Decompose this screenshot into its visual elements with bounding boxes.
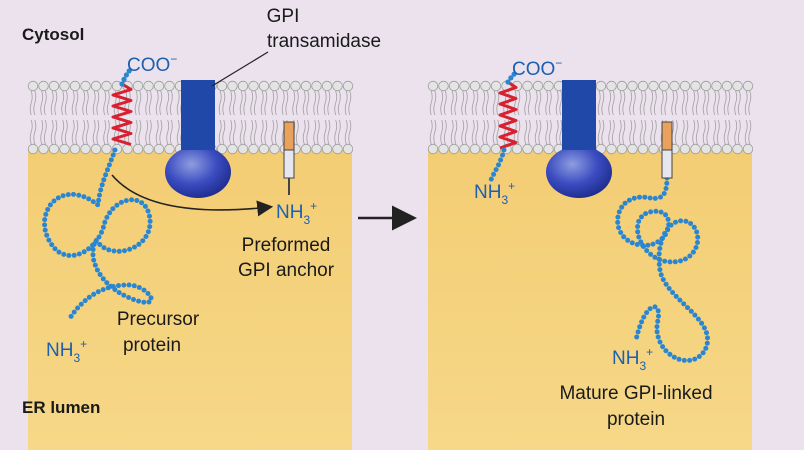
- left-er-lumen-region: [28, 150, 352, 450]
- mature-label-line1: Mature GPI-linked: [559, 383, 712, 404]
- mature-label-line2: protein: [607, 409, 665, 430]
- precursor-protein-chain: [42, 68, 154, 319]
- nh3-label-cleaved: NH3+: [474, 179, 515, 207]
- right-er-lumen-region: [428, 150, 752, 450]
- gpi-label-line1: GPI: [267, 6, 300, 27]
- transamidase-pointer-line: [211, 51, 269, 87]
- mature-gpi-anchor: [661, 121, 673, 179]
- mature-protein-chain: [615, 175, 710, 363]
- preformed-label-line1: Preformed: [242, 235, 331, 256]
- nh3-label-anchor: NH3+: [276, 199, 317, 227]
- left-panel: [27, 80, 354, 450]
- nh3-label-mature: NH3+: [612, 345, 653, 373]
- cytosol-label: Cytosol: [22, 25, 84, 44]
- gpi-transamidase-left: [165, 80, 231, 198]
- precursor-label-line2: protein: [123, 335, 181, 356]
- preformed-label-line2: GPI anchor: [238, 260, 335, 281]
- er-lumen-label: ER lumen: [22, 398, 100, 417]
- coo-label-left: COO−: [127, 52, 177, 76]
- nh3-label-precursor: NH3+: [46, 337, 87, 365]
- transfer-curved-arrow: [111, 174, 274, 217]
- cleaved-peptide-chain: [488, 71, 517, 182]
- gpi-transamidase-right: [546, 80, 612, 198]
- cleaved-transmembrane-helix: [498, 80, 518, 150]
- gpi-label-line2: transamidase: [267, 31, 381, 52]
- coo-label-right: COO−: [512, 56, 562, 80]
- precursor-transmembrane-helix: [111, 82, 133, 146]
- precursor-label-line1: Precursor: [117, 309, 200, 330]
- preformed-gpi-anchor: [283, 121, 295, 195]
